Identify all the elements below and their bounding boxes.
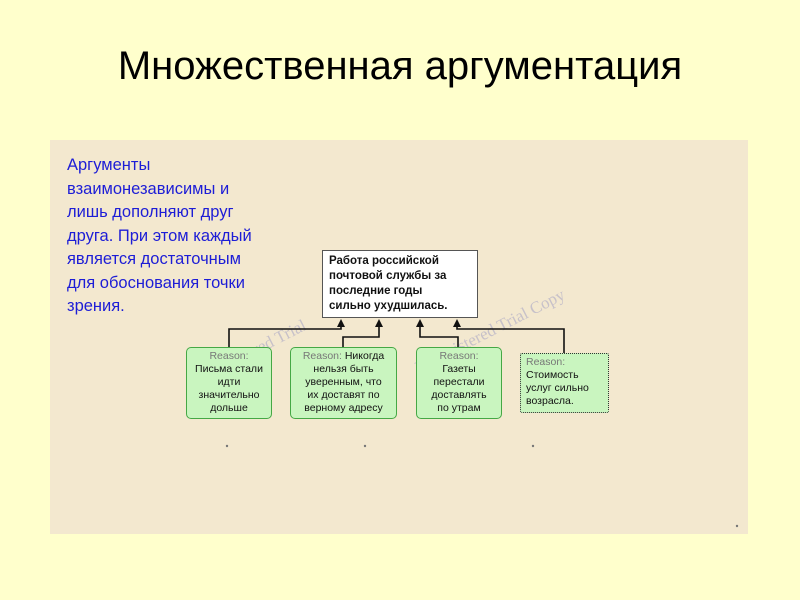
reason-text: уверенным, что: [305, 376, 382, 388]
reason-keyword: Reason:: [209, 350, 249, 362]
reason-box-4: Reason: Стоимость услуг сильно возрасла.: [520, 353, 609, 413]
diagram-panel: [50, 140, 748, 534]
explanation-text: Аргументы взаимонезависимы и лишь дополн…: [67, 154, 322, 319]
explanation-line: лишь дополняют друг: [67, 203, 234, 221]
arrowhead-1: [337, 319, 345, 327]
reason-text: идти: [217, 376, 241, 388]
reason-text: услуг сильно: [526, 382, 589, 394]
reason-text: значительно: [198, 389, 260, 401]
claim-box: Работа российской почтовой службы за пос…: [322, 250, 478, 318]
reason-text: по утрам: [437, 402, 481, 414]
reason-text: дольше: [210, 402, 248, 414]
reason-keyword: Reason:: [526, 356, 566, 368]
reason-keyword: Reason:: [439, 350, 479, 362]
reason-text: Никогда: [344, 350, 385, 362]
explanation-line: взаимонезависимы и: [67, 179, 230, 198]
reason-keyword: Reason:: [302, 350, 342, 362]
arrowhead-2: [375, 319, 383, 327]
claim-line: почтовой службы за: [329, 270, 447, 282]
explanation-line: для обоснования точки: [67, 273, 245, 292]
explanation-line: Аргументы: [67, 156, 151, 174]
arrowhead-4: [453, 319, 461, 327]
arrowhead-3: [416, 319, 424, 327]
explanation-line: является достаточным: [67, 250, 241, 268]
reason-text: Стоимость: [526, 369, 579, 381]
connector-reason-1: [228, 322, 342, 347]
reason-box-1: Reason: Письма стали идти значительно до…: [186, 347, 272, 419]
explanation-line: зрения.: [67, 297, 125, 315]
claim-line: последние годы: [329, 285, 423, 297]
reason-text: перестали: [433, 376, 485, 388]
connector-reason-3: [419, 322, 459, 347]
reason-text: возрасла.: [526, 395, 574, 407]
reason-box-3: Reason: Газеты перестали доставлять по у…: [416, 347, 502, 419]
reason-text: доставлять: [431, 389, 487, 401]
reason-text: нельзя быть: [313, 363, 374, 375]
explanation-line: друга. При этом каждый: [67, 226, 252, 245]
connector-reason-2: [342, 322, 380, 347]
reason-text: верному адресу: [304, 402, 383, 414]
reason-box-2: Reason: Никогда нельзя быть уверенным, ч…: [290, 347, 397, 419]
slide-title: Множественная аргументация: [117, 44, 683, 88]
claim-line: Работа российской: [329, 255, 439, 267]
reason-text: Письма стали: [195, 363, 263, 375]
reason-text: их доставят по: [307, 389, 380, 401]
claim-line: сильно ухудшилась.: [329, 300, 448, 312]
reason-text: Газеты: [442, 363, 476, 375]
